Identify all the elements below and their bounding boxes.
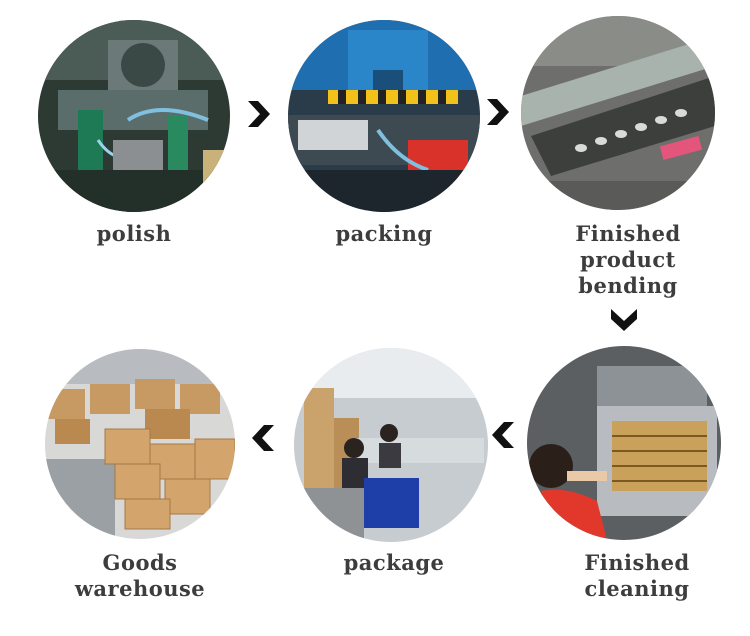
step-warehouse-photo bbox=[45, 349, 235, 539]
step-packing-label: packing bbox=[335, 221, 433, 246]
step-warehouse-label: Goods warehouse bbox=[74, 550, 206, 601]
warehouse-boxes-photo bbox=[45, 349, 235, 539]
bending-tray-photo bbox=[521, 16, 715, 210]
cleaning-machine-photo bbox=[527, 346, 721, 540]
arrow-right-icon bbox=[485, 97, 511, 127]
step-package-label: package bbox=[343, 550, 445, 575]
packaging-workers-photo bbox=[294, 348, 488, 542]
step-cleaning-photo bbox=[527, 346, 721, 540]
step-bending-photo bbox=[521, 16, 715, 210]
step-polish-photo bbox=[38, 20, 230, 212]
step-package-photo bbox=[294, 348, 488, 542]
machine-photo bbox=[38, 20, 230, 212]
arrow-left-icon bbox=[250, 423, 276, 453]
arrow-right-icon bbox=[246, 99, 272, 129]
arrow-down-icon bbox=[609, 307, 639, 333]
step-cleaning-label: Finished cleaning bbox=[584, 550, 690, 601]
step-bending-label: Finished product bending bbox=[575, 221, 681, 298]
step-packing-photo bbox=[288, 20, 480, 212]
arrow-left-icon bbox=[490, 420, 516, 450]
step-polish-label: polish bbox=[96, 221, 172, 246]
press-machine-photo bbox=[288, 20, 480, 212]
